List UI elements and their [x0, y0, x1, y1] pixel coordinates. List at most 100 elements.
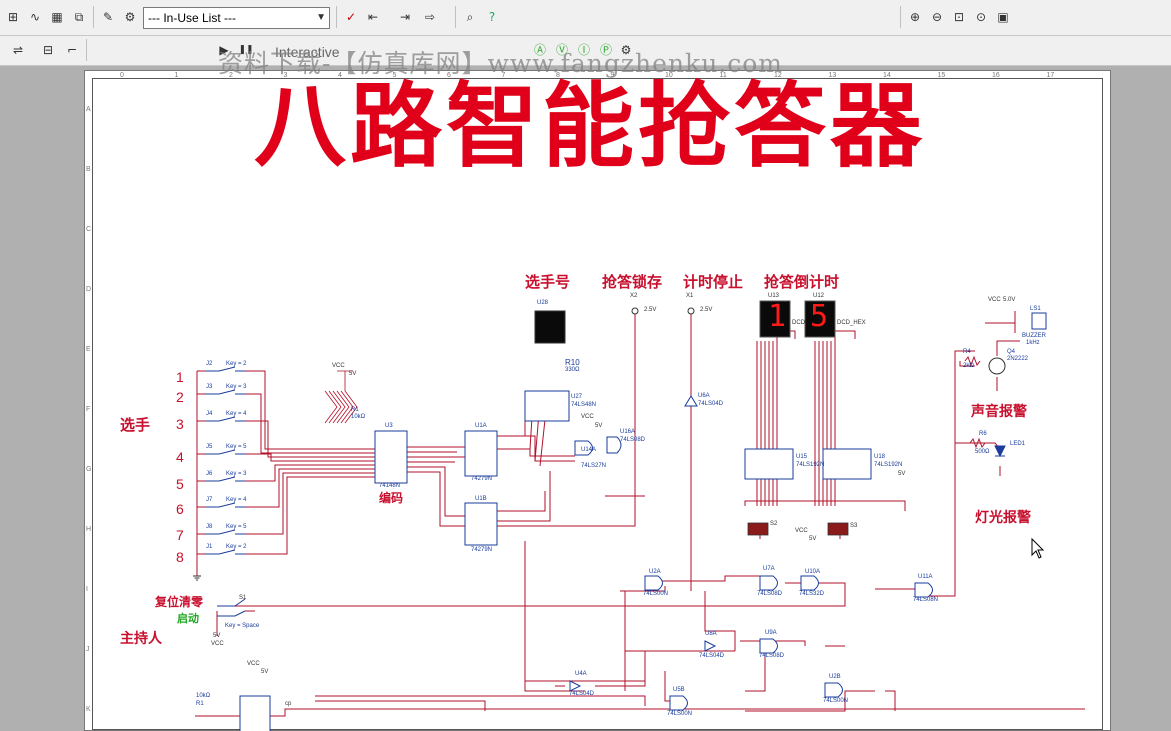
part-type: 74LS00N	[667, 711, 693, 717]
hierarchy-icon[interactable]: ⧉	[74, 10, 84, 24]
part-type: 74LS08D	[757, 591, 783, 597]
part-value: 10kΩ	[351, 414, 366, 420]
probe-icon[interactable]: Ⓐ	[533, 43, 546, 57]
gate-u11a[interactable]	[914, 582, 933, 598]
part-ref: U15	[796, 454, 808, 460]
help-icon[interactable]: ?	[488, 10, 496, 24]
chip-u15[interactable]	[744, 448, 794, 480]
switch-ref: J8	[206, 524, 213, 530]
place-component-icon[interactable]: ⊞	[7, 10, 19, 24]
probe-power-icon[interactable]: Ⓟ	[599, 43, 612, 57]
zoom-fit-icon[interactable]: ⊙	[975, 10, 987, 24]
part-type: 74LS00N	[823, 698, 849, 704]
resistor-r6	[969, 437, 986, 449]
probe-settings-icon[interactable]: ⚙	[620, 43, 632, 57]
erc-icon[interactable]: ✓	[345, 10, 357, 24]
chip-timer[interactable]	[239, 695, 271, 731]
start-label: 启动	[177, 612, 199, 625]
seven-segment-u12[interactable]	[804, 300, 836, 338]
transfer-icon[interactable]: ⇨	[424, 10, 436, 24]
transistor-q4[interactable]	[988, 357, 1006, 375]
database-icon[interactable]: ⚙	[124, 10, 136, 24]
switch-ref: J5	[206, 444, 213, 450]
dip-switch-s2[interactable]	[747, 522, 769, 536]
chip-u1a[interactable]	[464, 430, 498, 477]
gate-u9a[interactable]	[759, 638, 778, 654]
bargraph-u28[interactable]	[534, 310, 566, 344]
part-ref: U18	[874, 454, 886, 460]
part-ref: U12	[813, 293, 825, 299]
part-type: 74279N	[471, 476, 493, 482]
led1-icon	[994, 445, 1006, 458]
chip-u3[interactable]	[374, 430, 408, 484]
gate-u14a[interactable]	[574, 440, 593, 456]
probe-voltage-icon[interactable]: Ⓥ	[555, 43, 568, 57]
part-type: DCD	[792, 320, 805, 326]
toolbar-divider	[86, 39, 87, 61]
zoom-area-icon[interactable]: ⊡	[953, 10, 965, 24]
run-icon[interactable]: ▶	[219, 43, 229, 57]
chip-u27[interactable]	[524, 390, 570, 422]
part-value: 10kΩ	[196, 693, 211, 699]
dip-switch-s3[interactable]	[827, 522, 849, 536]
ruler-tick: 5	[392, 72, 397, 79]
gate-u5b[interactable]	[669, 695, 688, 711]
spreadsheet-icon[interactable]: ▦	[51, 10, 63, 24]
full-screen-icon[interactable]: ▣	[997, 10, 1009, 24]
wiring-toolbar: ⇌ ⊟ ⌐ ▶ ❚❚ Interactive Ⓐ Ⓥ Ⓘ Ⓟ ⚙	[0, 36, 1171, 66]
probe-x1[interactable]	[687, 307, 695, 315]
toolbar-divider	[900, 6, 901, 28]
part-type: BUZZER	[1022, 333, 1046, 339]
ruler-tick: 6	[447, 72, 451, 79]
switch-key: Key = 3	[226, 471, 247, 477]
probe-x2[interactable]	[631, 307, 639, 315]
part-ref: U6A	[698, 393, 710, 399]
gate-u4a[interactable]	[569, 680, 582, 692]
switch-ref: J6	[206, 471, 213, 477]
search-icon[interactable]: ⌕	[466, 10, 474, 24]
instruments-icon[interactable]: ∿	[29, 10, 41, 24]
in-use-list-dropdown[interactable]: --- In-Use List --- ▼	[143, 7, 330, 29]
part-type: 74LS04D	[569, 691, 595, 697]
part-type: DCD_HEX	[837, 320, 866, 326]
switch-ref: J4	[206, 411, 213, 417]
power-label: VCC	[581, 414, 594, 420]
part-type: 74LS08D	[620, 437, 646, 443]
gate-u7a[interactable]	[759, 575, 778, 591]
junction-icon[interactable]: ⌐	[66, 43, 78, 57]
gate-u2a[interactable]	[644, 575, 663, 591]
gate-u16a[interactable]	[606, 436, 622, 454]
switch-key: Key = 4	[226, 411, 247, 417]
seven-segment-digit: 1	[768, 299, 787, 334]
postprocessor-icon[interactable]: ✎	[102, 10, 114, 24]
chip-u18[interactable]	[822, 448, 872, 480]
bus-icon[interactable]: ⇌	[12, 43, 24, 57]
forward-annotate-icon[interactable]: ⇥	[399, 10, 411, 24]
net-icon[interactable]: ⊟	[42, 43, 54, 57]
pause-icon[interactable]: ❚❚	[238, 45, 254, 55]
gate-u2b[interactable]	[824, 682, 843, 698]
gate-u6a[interactable]	[684, 395, 698, 407]
buzzer-ls1[interactable]	[1031, 312, 1047, 330]
zoom-in-icon[interactable]: ⊕	[909, 10, 921, 24]
back-annotate-icon[interactable]: ⇤	[367, 10, 379, 24]
probe-current-icon[interactable]: Ⓘ	[577, 43, 590, 57]
zoom-out-icon[interactable]: ⊖	[931, 10, 943, 24]
power-label: VCC	[988, 297, 1001, 303]
gate-u10a[interactable]	[800, 575, 819, 591]
chip-u1b[interactable]	[464, 502, 498, 546]
contestant-number: 8	[176, 549, 184, 565]
part-ref: U9A	[765, 630, 777, 636]
ruler-tick: 15	[937, 72, 946, 79]
gate-u8a[interactable]	[704, 640, 717, 652]
seven-segment-u13[interactable]	[759, 300, 791, 338]
part-ref: S1	[239, 595, 247, 601]
switch-ref: J7	[206, 497, 213, 503]
contestant-number: 5	[176, 476, 184, 492]
power-label: 5.0V	[1003, 297, 1016, 303]
ruler-tick: H	[86, 526, 92, 533]
part-ref: U7A	[763, 566, 775, 572]
